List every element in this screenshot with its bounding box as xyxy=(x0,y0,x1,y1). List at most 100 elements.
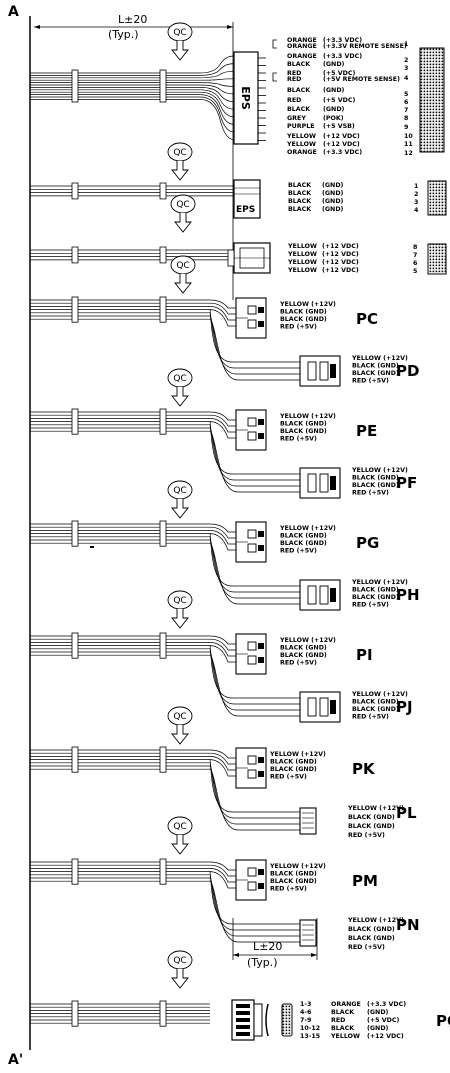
dimension-bottom-note: (Typ.) xyxy=(247,956,278,969)
eps-main-wire-signal: (+5V REMOTE SENSE) xyxy=(323,76,400,83)
sata-pin-range: 7-9 xyxy=(300,1017,311,1024)
bundle-peripheral-1 xyxy=(30,296,210,323)
eps-main-wire-color: ORANGE xyxy=(287,37,317,44)
eps-main-wire-signal: (+12 VDC) xyxy=(323,133,360,140)
peripheral-wire-label: BLACK (GND) xyxy=(280,645,327,652)
peripheral-wire-label: BLACK (GND) xyxy=(280,428,327,435)
eps-main-wire-signal: (+12 VDC) xyxy=(323,141,360,148)
cable-tie xyxy=(159,632,167,659)
peripheral-name: PG xyxy=(356,534,379,552)
peripheral-pair: YELLOW (+12V)BLACK (GND)BLACK (GND)RED (… xyxy=(209,633,413,723)
qc-callout: QC xyxy=(167,22,193,61)
peripheral-wire-label: BLACK (GND) xyxy=(270,759,317,766)
eps-main-pin-number: 5 xyxy=(404,91,408,98)
sata-wire-color: ORANGE xyxy=(331,1001,361,1008)
peripheral-wire-label: YELLOW (+12V) xyxy=(351,355,408,362)
eps-main-wire-signal: (+5 VDC) xyxy=(323,97,355,104)
sata-pin-range: 1-3 xyxy=(300,1001,311,1008)
qc-callout: QC xyxy=(167,706,193,745)
bundle-eps-4pin xyxy=(30,182,234,200)
qc-label: QC xyxy=(173,28,186,38)
eps-4pin-wire-signal: (GND) xyxy=(322,198,344,205)
sata-pin-range: 13-15 xyxy=(300,1033,320,1040)
marker-a: A xyxy=(8,4,19,20)
cable-tie xyxy=(159,246,167,264)
cable-tie xyxy=(71,69,79,103)
peripheral-wire-label: BLACK (GND) xyxy=(348,814,395,821)
peripheral-connectors: YELLOW (+12V)BLACK (GND)BLACK (GND)RED (… xyxy=(209,297,420,951)
peripheral-wire-label: YELLOW (+12V) xyxy=(351,579,408,586)
eps-main-wire-color: ORANGE xyxy=(287,53,317,60)
peripheral-wire-label: RED (+5V) xyxy=(280,548,317,555)
dimension-bottom-length: L±20 xyxy=(253,940,282,953)
cable-tie xyxy=(71,408,79,435)
eps-main-pin-number: 4 xyxy=(404,75,409,82)
dimension-top-note: (Typ.) xyxy=(108,28,139,41)
eps-main-pin-number: 2 xyxy=(404,57,408,64)
eps-main-wire-color: BLACK xyxy=(287,61,311,68)
eps-main-wire-color: RED xyxy=(287,70,301,77)
qc-callout: QC xyxy=(167,480,193,519)
cable-tie xyxy=(71,296,79,323)
eps-main-wire-signal: (GND) xyxy=(323,87,345,94)
qc-callout: QC xyxy=(167,590,193,629)
peripheral-pair: YELLOW (+12V)BLACK (GND)BLACK (GND)RED (… xyxy=(209,297,419,387)
peripheral-wire-label: RED (+5V) xyxy=(348,832,385,839)
peripheral-pair: YELLOW (+12V)BLACK (GND)BLACK (GND)RED (… xyxy=(209,859,420,951)
sata-wire-color: BLACK xyxy=(331,1009,355,1016)
yellow-4pin-wire-signal: (+12 VDC) xyxy=(322,243,359,250)
qc-label: QC xyxy=(176,200,189,210)
peripheral-wire-label: BLACK (GND) xyxy=(352,370,399,377)
eps-main-wire-signal: (GND) xyxy=(323,106,345,113)
eps-4pin-wire-color: BLACK xyxy=(288,198,312,205)
peripheral-name: PH xyxy=(396,586,420,604)
eps-main-wire-signal: (+3.3 VDC) xyxy=(323,149,362,156)
qc-callout: QC xyxy=(167,950,193,989)
sata-wire-color: RED xyxy=(331,1017,345,1024)
peripheral-name: PN xyxy=(396,916,420,934)
eps-main-wire-signal: (+3.3 VDC) xyxy=(323,53,362,60)
qc-callout: QC xyxy=(170,255,196,294)
sata-wire-signal: (+5 VDC) xyxy=(367,1017,399,1024)
bundle-yellow-4pin xyxy=(30,246,234,264)
peripheral-wire-label: BLACK (GND) xyxy=(352,587,399,594)
peripheral-wire-label: BLACK (GND) xyxy=(352,482,399,489)
eps-main-wire-color: ORANGE xyxy=(287,43,317,50)
eps-main-wire-color: RED xyxy=(287,76,301,83)
eps-main-pin-number: 6 xyxy=(404,99,409,106)
peripheral-name: PJ xyxy=(396,698,413,716)
yellow-4pin-pin-number: 5 xyxy=(413,268,417,275)
peripheral-name: PF xyxy=(396,474,417,492)
eps-4pin-pin-number: 4 xyxy=(414,207,419,214)
eps-main-wire-color: GREY xyxy=(287,115,306,122)
eps-main-pin-number: 1 xyxy=(404,41,408,48)
cable-tie xyxy=(71,858,79,885)
eps-4pin-pin-number: 2 xyxy=(414,191,418,198)
qc-callout: QC xyxy=(167,368,193,407)
eps-main-wire-color: YELLOW xyxy=(286,133,316,140)
eps-main-pin-number: 12 xyxy=(404,150,413,157)
cable-tie xyxy=(71,632,79,659)
peripheral-wire-label: RED (+5V) xyxy=(280,436,317,443)
qc-callout: QC xyxy=(167,142,193,181)
yellow-4pin-pinout xyxy=(427,243,447,275)
peripheral-wire-label: YELLOW (+12V) xyxy=(279,637,336,644)
sata-face xyxy=(281,1003,293,1037)
peripheral-pair: YELLOW (+12V)BLACK (GND)BLACK (GND)RED (… xyxy=(209,747,417,839)
eps-main-label: EPS xyxy=(239,86,252,110)
peripheral-wire-label: RED (+5V) xyxy=(352,602,389,609)
peripheral-wire-label: RED (+5V) xyxy=(348,944,385,951)
cable-tie xyxy=(159,408,167,435)
eps-main-wire-signal: (+3.3V REMOTE SENSE) xyxy=(323,43,407,50)
cable-tie xyxy=(71,1000,79,1027)
peripheral-pair: YELLOW (+12V)BLACK (GND)BLACK (GND)RED (… xyxy=(209,409,417,499)
eps-4pin-pin-number: 3 xyxy=(414,199,418,206)
bundle-peripheral-2 xyxy=(30,408,210,435)
sata-name: PO xyxy=(436,1012,450,1030)
peripheral-wire-label: YELLOW (+12V) xyxy=(351,691,408,698)
eps-main-pin-number: 3 xyxy=(404,65,408,72)
dimension-top-length: L±20 xyxy=(118,13,147,26)
eps-4pin-wire-signal: (GND) xyxy=(322,206,344,213)
